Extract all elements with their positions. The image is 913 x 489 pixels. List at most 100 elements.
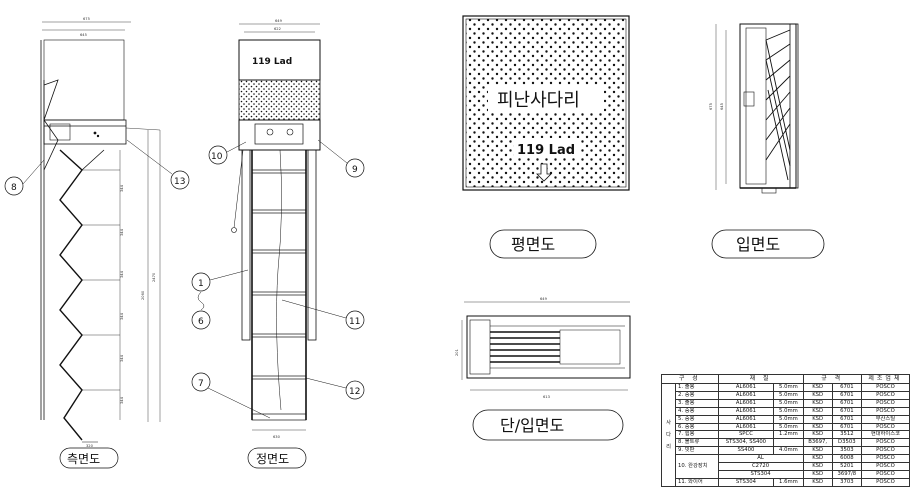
side-step-dim: 344 <box>120 184 124 192</box>
code-cell: 6701 <box>831 406 862 416</box>
maker-cell: 현대하이스코 <box>860 430 911 440</box>
front-view: 649 622 119 Lad 630 10 9 1 <box>191 19 365 469</box>
part-cell: 1. 출봉 <box>675 383 719 392</box>
thickness-cell: 4.0mm <box>773 446 804 456</box>
callout-10: 10 <box>211 152 223 162</box>
material-cell: STS304, SS400 <box>717 438 775 448</box>
part-cell: 6. 중봉 <box>675 422 719 432</box>
code-cell: 6701 <box>831 414 862 424</box>
section-view: 649 201 613 단/입면도 <box>455 297 631 441</box>
elevation-dim-inner: 645 <box>720 103 724 110</box>
callout-1: 1 <box>198 279 204 289</box>
table-row: 4. 중봉 AL6061 5.0mm KSD 6701 POSCO <box>662 406 911 416</box>
table-row: 6. 중봉 AL6061 5.0mm KSD 6701 POSCO <box>662 422 911 432</box>
part-cell: 4. 중봉 <box>675 406 719 416</box>
std-cell: KSD <box>802 390 833 400</box>
side-view-caption: 측면도 <box>67 452 100 466</box>
section-dim-bottom: 613 <box>543 395 550 399</box>
code-cell: 6008 <box>831 454 862 464</box>
header-cell: 제조업체 <box>860 374 911 384</box>
header-cell: 재 질 <box>717 374 804 384</box>
std-cell: KSD <box>802 406 833 416</box>
part-cell: 7. 힘봉 <box>675 430 719 440</box>
material-cell: AL6061 <box>717 398 775 408</box>
header-cell: 구 성 <box>661 374 719 384</box>
material-cell: AL <box>717 454 804 464</box>
front-dim-inner: 622 <box>274 27 281 31</box>
side-dim-bottom: 320 <box>86 444 94 448</box>
side-dim-inner: 645 <box>80 33 87 37</box>
code-cell: 3512 <box>831 430 862 440</box>
std-cell: KSD <box>802 477 833 487</box>
thickness-cell: 5.0mm <box>773 398 804 408</box>
thickness-cell: 1.2mm <box>773 430 804 440</box>
side-dim-height: 2470 <box>152 272 156 282</box>
side-step-dim: 344 <box>120 270 124 278</box>
material-cell: AL6061 <box>717 422 775 432</box>
material-cell: STS304 <box>717 469 804 479</box>
code-cell: 3697/8 <box>831 469 862 479</box>
plan-brand: 119 Lad <box>517 143 575 158</box>
callout-6: 6 <box>198 317 204 327</box>
maker-cell: POSCO <box>860 477 911 487</box>
material-cell: AL6061 <box>717 414 775 424</box>
material-cell: C2720 <box>717 462 804 471</box>
header-cell: 규 격 <box>802 374 862 384</box>
material-cell: SPCC <box>717 430 775 440</box>
maker-cell: POSCO <box>860 398 911 408</box>
thickness-cell: 5.0mm <box>773 406 804 416</box>
maker-cell: POSCO <box>860 422 911 432</box>
group-label: 사 <box>666 419 671 426</box>
plan-view: 피난사다리 119 Lad 평면도 <box>462 15 630 259</box>
callout-8: 8 <box>11 183 17 193</box>
table-row: 8. 볼트류 STS304, SS400 B3697, D3503 POSCO <box>662 438 911 448</box>
thickness-cell: 1.6mm <box>773 477 804 487</box>
maker-cell: POSCO <box>860 390 911 400</box>
material-cell: AL6061 <box>717 406 775 416</box>
thickness-cell: 5.0mm <box>773 383 804 392</box>
std-cell: KSD <box>802 414 833 424</box>
thickness-cell <box>773 438 804 448</box>
front-view-caption: 정면도 <box>256 452 289 466</box>
material-cell: STS304 <box>717 477 775 487</box>
maker-cell: POSCO <box>860 446 911 456</box>
callout-12: 12 <box>349 387 360 397</box>
std-cell: KSD <box>802 446 833 456</box>
std-cell: KSD <box>802 430 833 440</box>
group-label: 다 <box>666 431 671 438</box>
std-cell: KSD <box>802 462 833 471</box>
maker-cell: POSCO <box>860 383 911 392</box>
arrow-down-icon <box>536 163 552 182</box>
table-row: 2. 중봉 AL6061 5.0mm KSD 6701 POSCO <box>662 390 911 400</box>
thickness-cell: 5.0mm <box>773 422 804 432</box>
maker-cell: POSCO <box>860 438 911 448</box>
material-cell: SS400 <box>717 446 775 456</box>
code-cell: 5201 <box>831 462 862 471</box>
part-cell: 2. 중봉 <box>675 390 719 400</box>
part-cell: 10. 완강장치 <box>675 454 719 479</box>
section-view-caption: 단/입면도 <box>500 416 564 435</box>
elevation-view-caption: 입면도 <box>736 235 780 254</box>
code-cell: 3503 <box>831 446 862 456</box>
plan-label: 피난사다리 <box>497 90 580 111</box>
side-step-dim: 344 <box>120 354 124 362</box>
side-step-dim: 344 <box>120 312 124 320</box>
part-cell: 5. 중봉 <box>675 414 719 424</box>
callout-9: 9 <box>352 165 358 175</box>
code-cell: 3703 <box>831 477 862 487</box>
material-cell: AL6061 <box>717 383 775 392</box>
std-cell: KSD <box>802 454 833 464</box>
part-cell: 8. 볼트류 <box>675 438 719 448</box>
side-dim-top: 675 <box>83 17 90 21</box>
callout-7: 7 <box>198 379 204 389</box>
table-row: 3. 출봉 AL6061 5.0mm KSD 6701 POSCO <box>662 398 911 408</box>
callout-11: 11 <box>349 317 360 327</box>
thickness-cell: 5.0mm <box>773 390 804 400</box>
code-cell: 6701 <box>831 390 862 400</box>
std-cell: KSD <box>802 398 833 408</box>
spec-table-header: 구 성 재 질 규 격 제조업체 <box>661 374 911 384</box>
